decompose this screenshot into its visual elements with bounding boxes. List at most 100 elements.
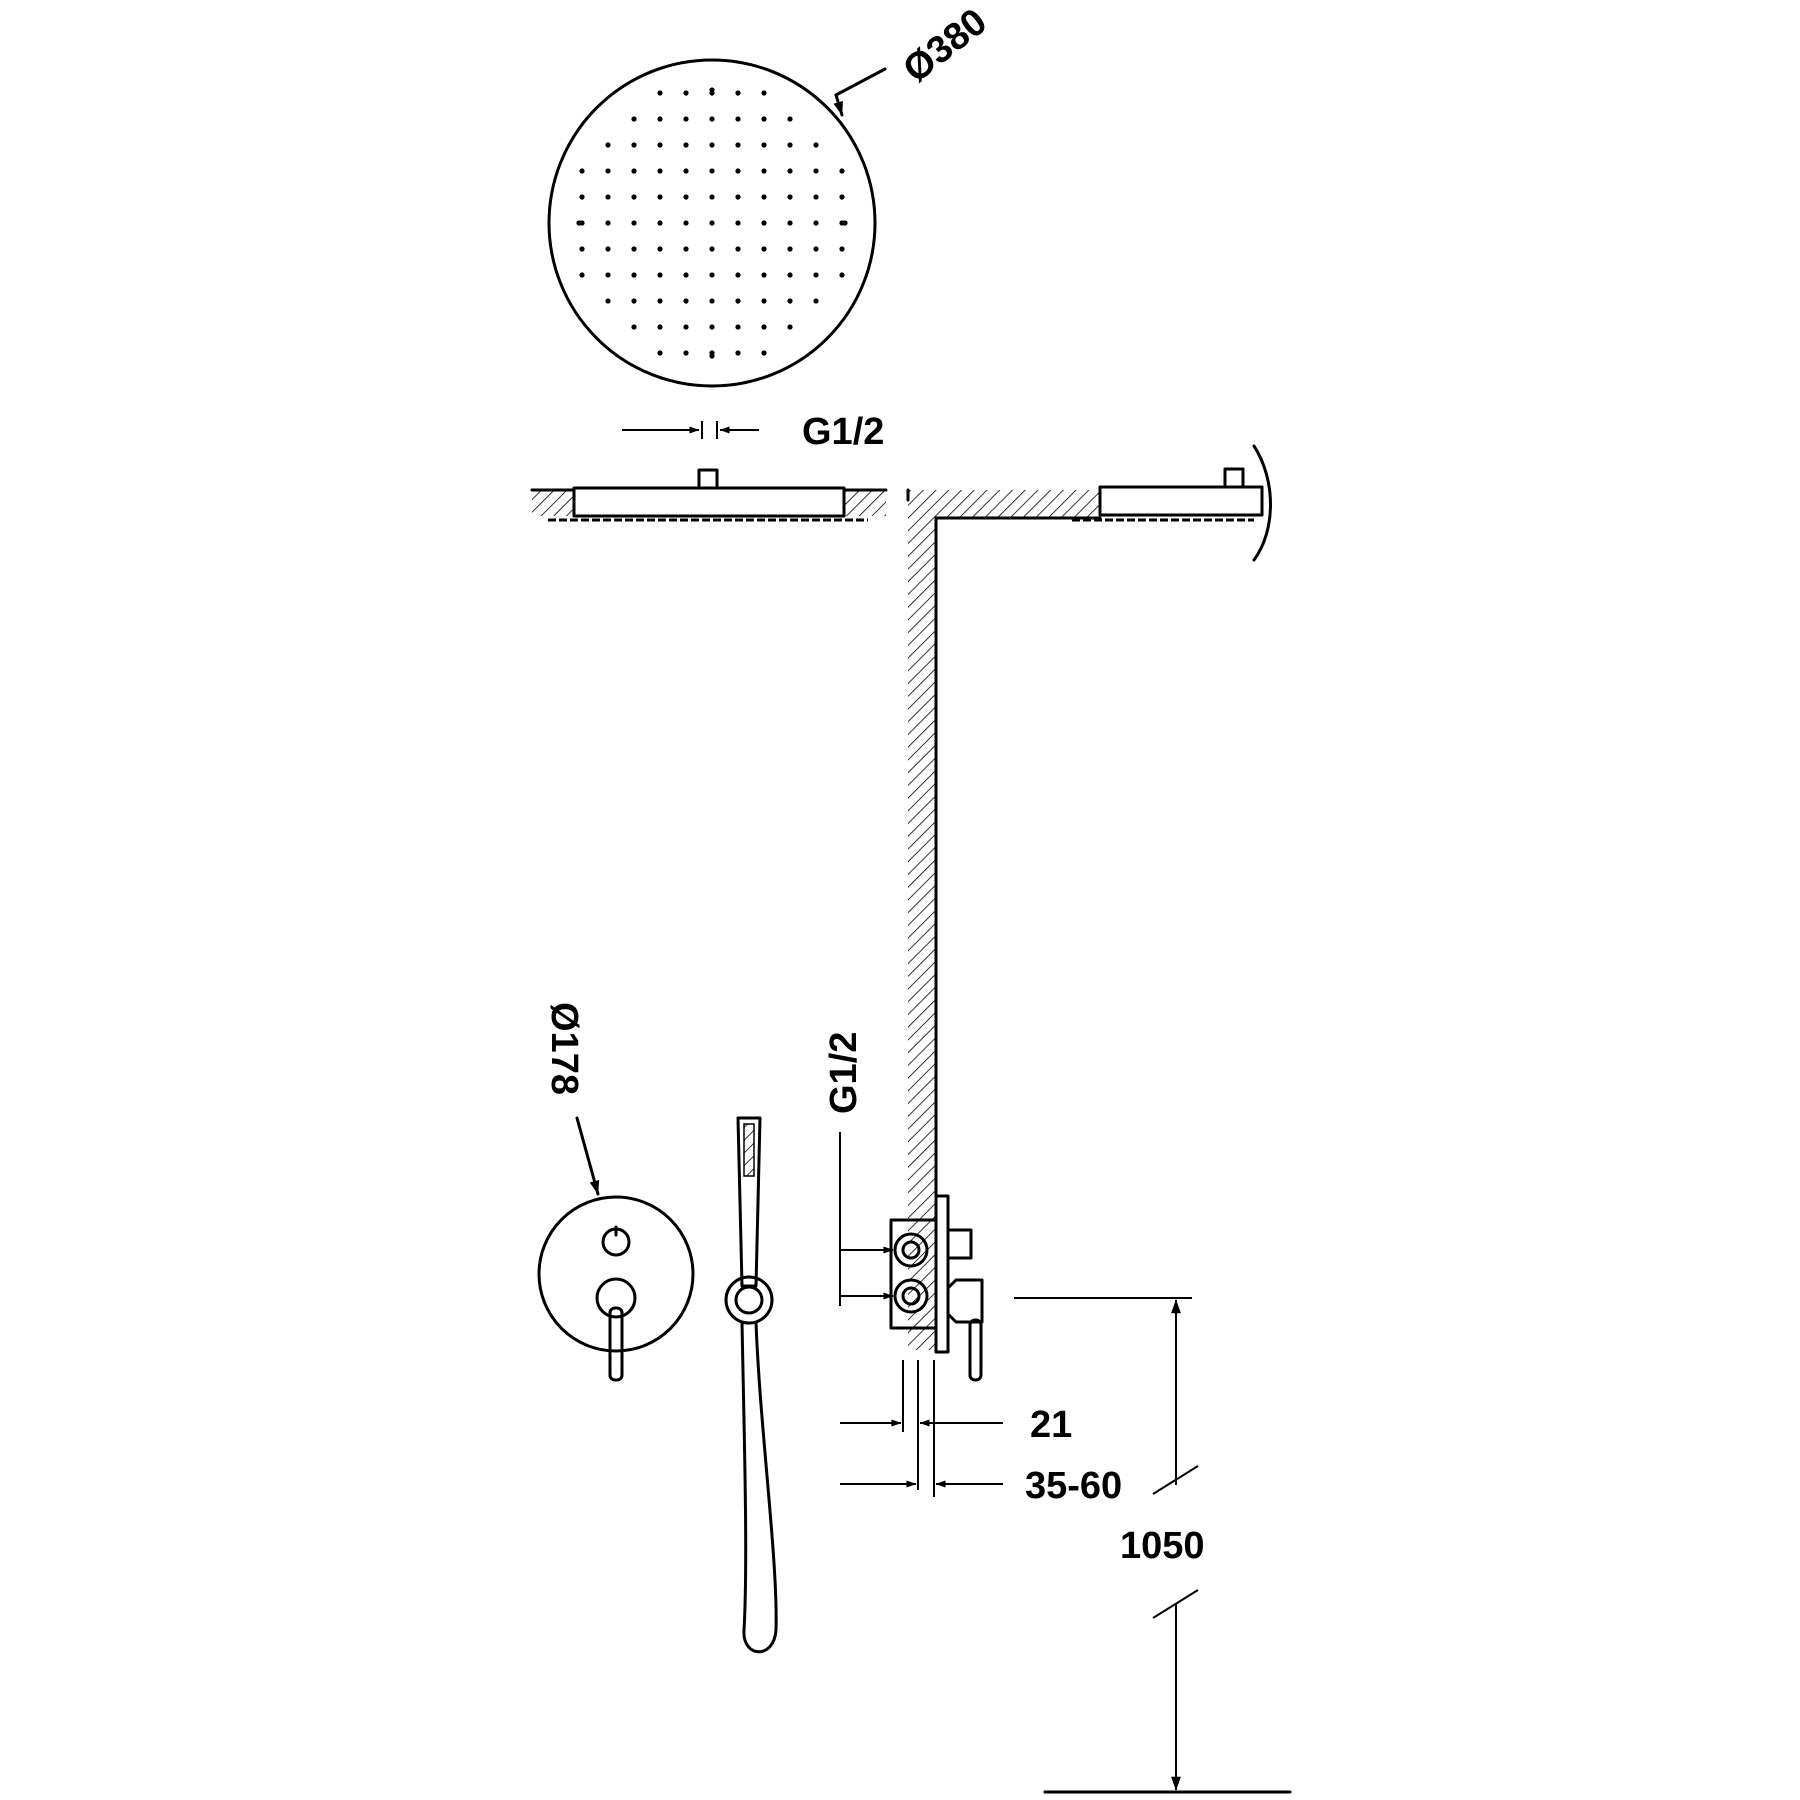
nozzle [787,298,793,304]
nozzle [813,142,819,148]
nozzle [787,116,793,122]
nozzle [813,168,819,174]
trim-plate-side [934,1194,950,1354]
nozzle [657,324,663,330]
nozzle [657,350,663,356]
nozzle [787,272,793,278]
nozzle [683,116,689,122]
nozzle [735,194,741,200]
nozzle [605,246,611,252]
height-dimension: 1050 [1014,1297,1292,1794]
nozzle [761,324,767,330]
nozzle [735,142,741,148]
nozzle [787,324,793,330]
nozzle [761,272,767,278]
nozzle [683,350,689,356]
nozzle [813,298,819,304]
nozzle [813,272,819,278]
nozzle [709,220,715,226]
nozzle [787,220,793,226]
nozzle [657,90,663,96]
overhead-shower-plan: Ø380 [547,1,995,388]
nozzle [709,194,715,200]
nozzle [683,272,689,278]
nozzle [631,168,637,174]
nozzle [631,194,637,200]
nozzle [683,246,689,252]
nozzle [735,168,741,174]
nozzle [761,194,767,200]
mixer-handle-base [595,1277,637,1319]
nozzle [605,194,611,200]
diameter-arrow [833,93,844,117]
hand-shower-head [736,1116,762,1288]
nozzle [761,220,767,226]
lever-side [968,1318,983,1382]
nozzle [683,220,689,226]
nozzle [709,324,715,330]
nozzle [579,272,585,278]
nozzle [761,350,767,356]
nozzle [683,142,689,148]
break-mark [1152,1589,1199,1619]
nozzle [761,142,767,148]
mixer-body-section [889,1194,984,1382]
nozzle [787,168,793,174]
nozzle [735,90,741,96]
nozzle [683,194,689,200]
nozzle [683,324,689,330]
ceiling-recess-side [1100,487,1262,515]
nozzle [657,272,663,278]
overhead-connection-dimension: G1/2 [622,411,884,453]
nozzle [657,194,663,200]
nozzle [842,220,848,226]
nozzle [735,324,741,330]
ceiling-connector [697,468,719,490]
trim-diameter-leader [575,1116,600,1196]
mixer-height-label: 1050 [1120,1525,1205,1567]
nozzle [657,220,663,226]
overhead-shower-outline [547,58,877,388]
nozzle [735,272,741,278]
trim-plate [537,1195,695,1353]
diverter-side [946,1228,973,1260]
mixer-trim-front: Ø178 [537,1002,695,1382]
nozzle [709,353,715,359]
nozzle [761,298,767,304]
wall-section [906,444,1272,1352]
nozzle [839,194,845,200]
nozzle [839,168,845,174]
handle-hub-side [946,1278,984,1324]
nozzle [657,142,663,148]
trim-projection-label: 21 [1030,1404,1072,1446]
ceiling-recess [574,488,844,518]
nozzle [813,220,819,226]
nozzle [605,168,611,174]
nozzle [761,168,767,174]
nozzle [683,90,689,96]
nozzle [709,298,715,304]
nozzle [631,298,637,304]
nozzle [709,87,715,93]
nozzle [709,142,715,148]
nozzle [605,298,611,304]
wall-holder [724,1275,774,1325]
nozzle [787,194,793,200]
nozzle [631,246,637,252]
nozzle [657,298,663,304]
nozzle [709,246,715,252]
mixer-connection-label: G1/2 [823,1032,865,1114]
nozzle [787,246,793,252]
nozzle [576,220,582,226]
nozzle [631,272,637,278]
nozzle [631,324,637,330]
nozzle [761,116,767,122]
hand-shower [724,1116,778,1654]
overhead-shower-side [1098,485,1264,517]
embed-depth-label: 35-60 [1025,1465,1122,1507]
break-mark [1152,1465,1199,1495]
nozzle [735,246,741,252]
nozzle-pattern [576,87,848,359]
nozzle [709,272,715,278]
